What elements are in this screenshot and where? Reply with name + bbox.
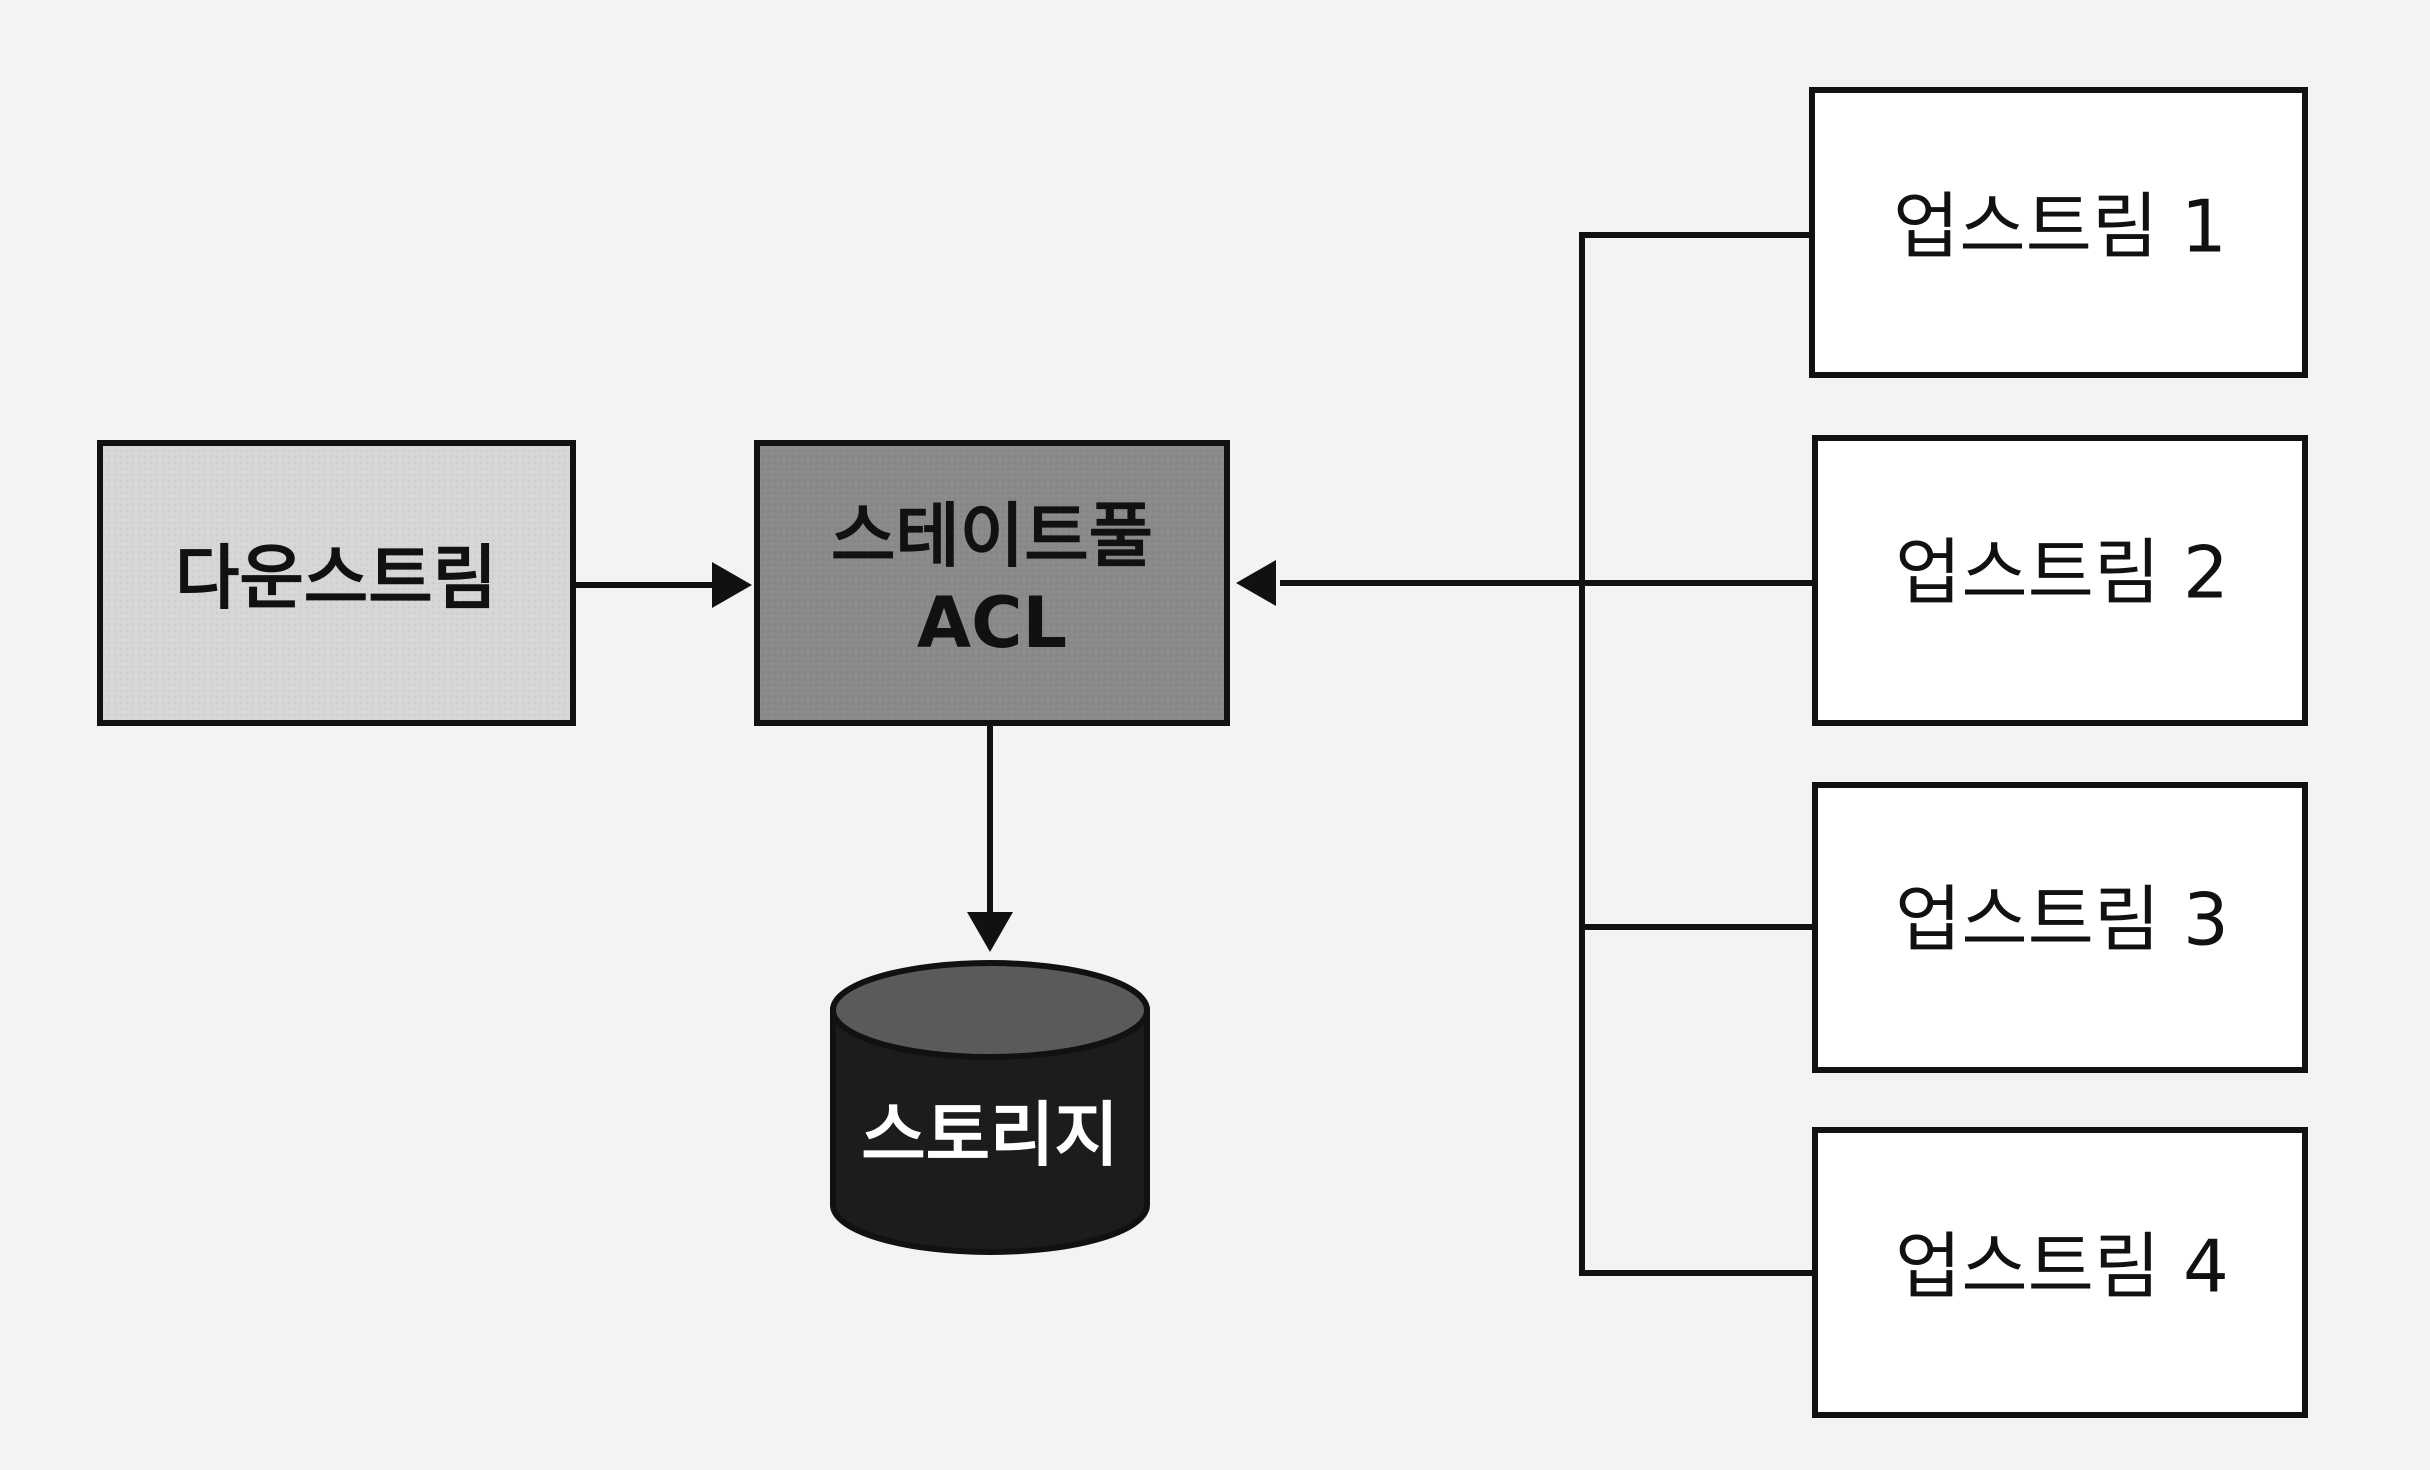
upstream-label-2: 업스트림 2 [1895, 531, 2229, 615]
upstream-box-1 [1809, 87, 2308, 378]
upstream-label-3: 업스트림 3 [1895, 878, 2229, 962]
upstream-node-4: 업스트림 4 [1812, 1127, 2308, 1418]
arrowhead-downstream-to-acl [712, 562, 752, 608]
downstream-label: 다운스트림 [175, 537, 497, 619]
downstream-node: 다운스트림 [97, 440, 576, 726]
upstream-box-4 [1812, 1127, 2308, 1418]
upstream-node-2: 업스트림 2 [1812, 435, 2308, 726]
upstream-box-2 [1812, 435, 2308, 726]
upstream-label-1: 업스트림 1 [1893, 185, 2227, 269]
acl-label-line2: ACL [917, 582, 1067, 664]
arrowhead-upstreams-to-acl [1236, 560, 1276, 606]
acl-node: 스테이트풀 ACL [754, 440, 1230, 726]
storage-cylinder-body [830, 1007, 1150, 1255]
upstream-node-1: 업스트림 1 [1809, 87, 2308, 378]
upstream-label-4: 업스트림 4 [1895, 1225, 2229, 1309]
arrowhead-acl-to-storage [967, 912, 1013, 952]
upstream-node-3: 업스트림 3 [1812, 782, 2308, 1073]
storage-node: 스토리지 [830, 960, 1150, 1255]
upstream-box-3 [1812, 782, 2308, 1073]
storage-cylinder-top [830, 960, 1150, 1060]
acl-label-line1: 스테이트풀 [831, 495, 1153, 577]
storage-label: 스토리지 [861, 1094, 1119, 1176]
